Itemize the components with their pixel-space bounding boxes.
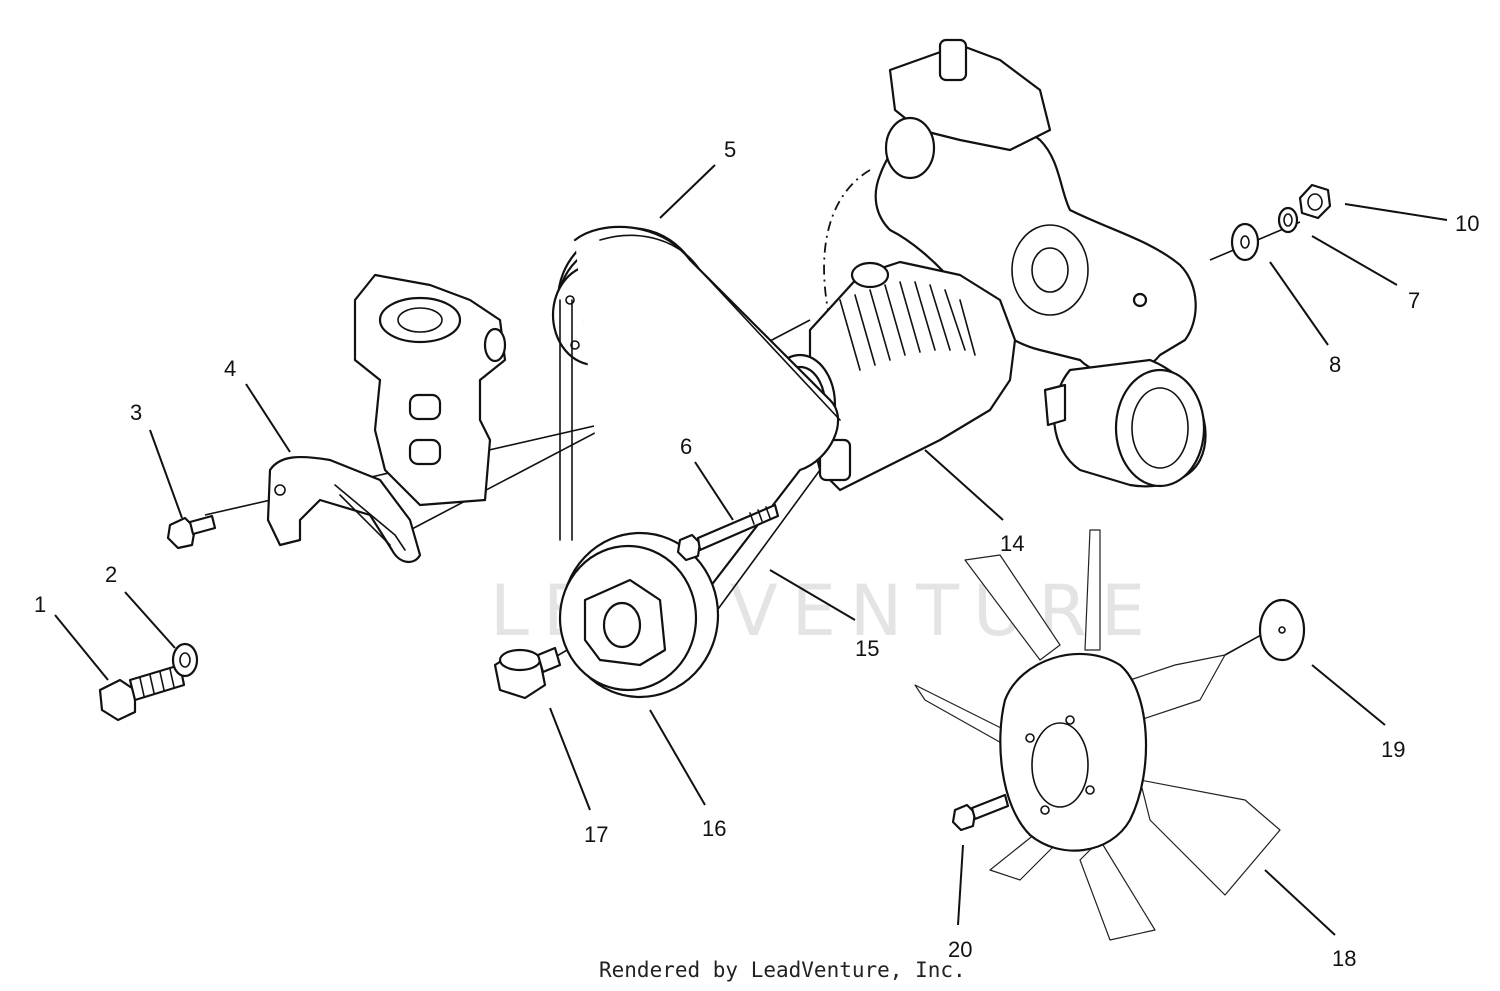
- bolt-20: [951, 793, 1010, 832]
- crankshaft-pulley: [558, 531, 720, 699]
- bolt-1: [98, 663, 186, 722]
- callout-6: 6: [680, 434, 692, 459]
- callout-7: 7: [1408, 288, 1420, 313]
- bolt-6: [676, 503, 780, 562]
- washer-8: [1230, 222, 1260, 262]
- bolt-17: [493, 646, 562, 700]
- footer-credit: Rendered by LeadVenture, Inc.: [599, 958, 966, 982]
- callout-17: 17: [584, 822, 608, 847]
- nut-10: [1298, 183, 1332, 220]
- engine-gear-case: [823, 38, 1197, 376]
- callout-18: 18: [1332, 946, 1356, 971]
- bolt-3: [166, 514, 217, 550]
- callout-20: 20: [948, 937, 972, 962]
- callout-5: 5: [724, 137, 736, 162]
- lock-washer-7: [1277, 206, 1299, 234]
- leader-lines: [54, 164, 1448, 936]
- callout-10: 10: [1455, 211, 1479, 236]
- cooling-fan: [914, 529, 1281, 941]
- callout-4: 4: [224, 356, 236, 381]
- callout-1: 1: [34, 592, 46, 617]
- callout-19: 19: [1381, 737, 1405, 762]
- callout-3: 3: [130, 400, 142, 425]
- fan-spacer-19: [1258, 598, 1306, 662]
- oil-filter: [1043, 358, 1207, 488]
- callout-14: 14: [1000, 531, 1024, 556]
- callout-numbers: 1 2 3 4 5 6 7 8 10 14 15 16 17 18 19 20: [34, 137, 1479, 971]
- callout-8: 8: [1329, 352, 1341, 377]
- callout-15: 15: [855, 636, 879, 661]
- callout-2: 2: [105, 562, 117, 587]
- thermostat-housing: [353, 273, 507, 507]
- washer-2: [171, 642, 199, 678]
- adjusting-bracket: [266, 455, 422, 563]
- callout-16: 16: [702, 816, 726, 841]
